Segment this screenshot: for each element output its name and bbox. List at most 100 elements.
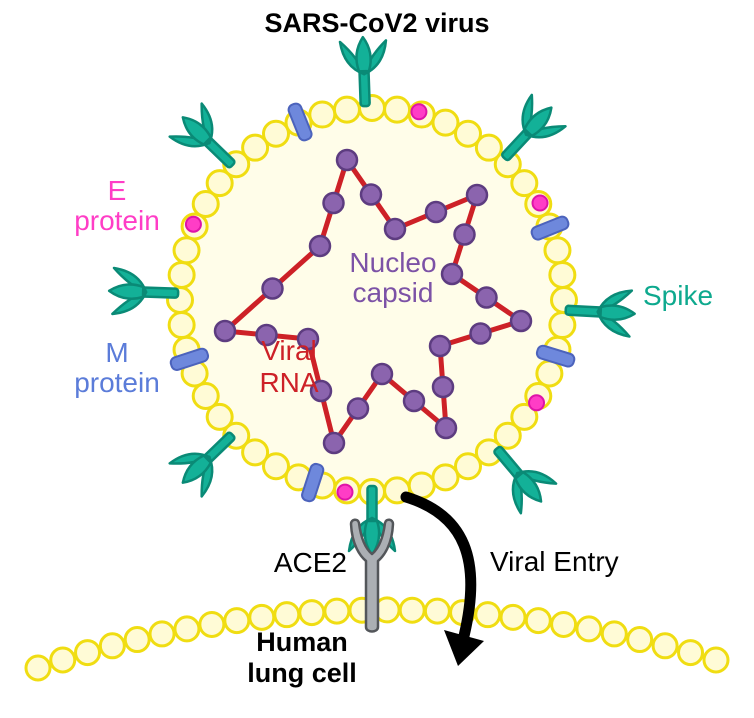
membrane-bead xyxy=(510,402,539,431)
cell-membrane-bead xyxy=(123,626,151,654)
cell-membrane-bead xyxy=(248,603,276,631)
nucleocapsid-bead xyxy=(402,389,426,413)
membrane-bead xyxy=(431,463,460,492)
m-protein-label-line1: M xyxy=(105,337,128,368)
spike-label: Spike xyxy=(643,280,713,311)
membrane-bead xyxy=(205,169,234,198)
nucleocapsid-bead xyxy=(440,262,464,286)
m-proteins xyxy=(169,102,576,503)
cell-membrane-bead xyxy=(273,601,301,629)
nucleocapsid-beads xyxy=(213,148,533,455)
human-lung-cell-label-line1: Human xyxy=(256,627,348,657)
spike-protein xyxy=(107,266,180,316)
cell-membrane-bead xyxy=(298,599,326,627)
ace2-receptor xyxy=(349,518,395,633)
e-protein-label-line2: protein xyxy=(74,205,160,236)
viral-entry-label: Viral Entry xyxy=(490,546,619,577)
cell-membrane-bead xyxy=(49,646,77,674)
spike-protein xyxy=(493,445,558,515)
cell-membrane-bead xyxy=(398,596,426,624)
membrane-bead xyxy=(383,95,412,124)
spike-protein xyxy=(501,93,567,162)
cell-membrane-bead xyxy=(74,639,102,667)
membrane-bead xyxy=(262,452,290,481)
spike-part xyxy=(181,454,212,484)
nucleocapsid-bead xyxy=(359,183,383,206)
e-protein xyxy=(336,483,354,501)
e-protein xyxy=(528,394,546,412)
spike-proteins xyxy=(107,35,636,557)
cell-membrane-bead xyxy=(600,620,628,648)
spike-protein xyxy=(168,102,236,169)
nucleocapsid-bead xyxy=(296,327,320,351)
nucleocapsid-bead xyxy=(308,234,332,258)
cell-membrane-bead xyxy=(223,607,251,635)
spike-part xyxy=(107,283,145,300)
cell-membrane-bead xyxy=(198,610,226,638)
membrane-bead xyxy=(205,402,234,431)
nucleocapsid-bead xyxy=(322,191,345,215)
nucleocapsid-bead xyxy=(255,323,278,347)
spike-part xyxy=(355,35,372,73)
arrow-curve xyxy=(400,491,477,642)
membrane-bead xyxy=(474,133,503,162)
nucleocapsid-bead xyxy=(475,286,498,309)
labels-layer: SARS-CoV2 virus E protein M protein Spik… xyxy=(74,8,713,688)
cell-membrane-bead xyxy=(550,610,578,638)
nucleocapsid-bead xyxy=(370,362,394,386)
nucleocapsid-bead xyxy=(431,375,455,399)
membrane-bead xyxy=(241,133,270,162)
m-protein xyxy=(301,462,325,503)
arrow-head xyxy=(444,630,484,666)
membrane-bead xyxy=(454,119,482,148)
cell-membrane-bead xyxy=(98,632,126,660)
membrane-bead xyxy=(172,236,201,265)
nucleocapsid-bead xyxy=(509,309,533,333)
cell-membrane-bead xyxy=(423,597,451,625)
nucleocapsid-label-line2: capsid xyxy=(353,277,434,308)
membrane-bead xyxy=(241,438,270,467)
m-protein xyxy=(535,344,576,368)
membrane-bead xyxy=(543,236,572,265)
membrane-bead xyxy=(167,260,196,289)
membrane-bead xyxy=(548,311,577,340)
cell-membrane-bead xyxy=(148,620,176,648)
membrane-bead xyxy=(332,95,361,124)
cell-membrane-bead xyxy=(474,601,502,629)
cell-membrane-bead xyxy=(651,632,679,660)
m-protein xyxy=(287,102,313,142)
m-protein-label-line2: protein xyxy=(74,367,160,398)
e-protein xyxy=(531,194,549,212)
membrane-bead xyxy=(262,119,290,148)
cell-membrane-bead xyxy=(323,597,351,625)
m-protein xyxy=(169,347,210,371)
viral-rna-label-line1: Viral xyxy=(261,335,317,366)
spike-protein xyxy=(338,35,388,108)
nucleocapsid-bead xyxy=(453,223,476,246)
nucleocapsid-bead xyxy=(322,431,346,455)
membrane-bead xyxy=(191,190,220,218)
nucleocapsid-bead xyxy=(434,416,458,440)
human-lung-cell-label-line2: lung cell xyxy=(247,658,357,688)
nucleocapsid-bead xyxy=(383,217,407,241)
membrane-bead xyxy=(431,108,460,137)
nucleocapsid-bead xyxy=(469,322,492,345)
membrane-bead xyxy=(308,100,337,129)
spike-protein xyxy=(168,431,236,498)
cell-membrane-bead xyxy=(24,654,52,682)
membrane-bead xyxy=(191,382,220,410)
e-proteins xyxy=(184,103,549,501)
nucleocapsid-bead xyxy=(428,334,452,358)
nucleocapsid-bead xyxy=(335,148,359,172)
cell-membrane xyxy=(24,596,730,682)
ace2-label: ACE2 xyxy=(274,547,347,578)
diagram-title: SARS-CoV2 virus xyxy=(264,8,489,38)
membrane-bead xyxy=(167,311,196,340)
spike-protein xyxy=(564,289,636,338)
membrane-bead xyxy=(548,260,577,289)
nucleocapsid-bead xyxy=(213,319,237,343)
e-protein xyxy=(410,103,428,121)
cell-membrane-bead xyxy=(575,615,603,643)
